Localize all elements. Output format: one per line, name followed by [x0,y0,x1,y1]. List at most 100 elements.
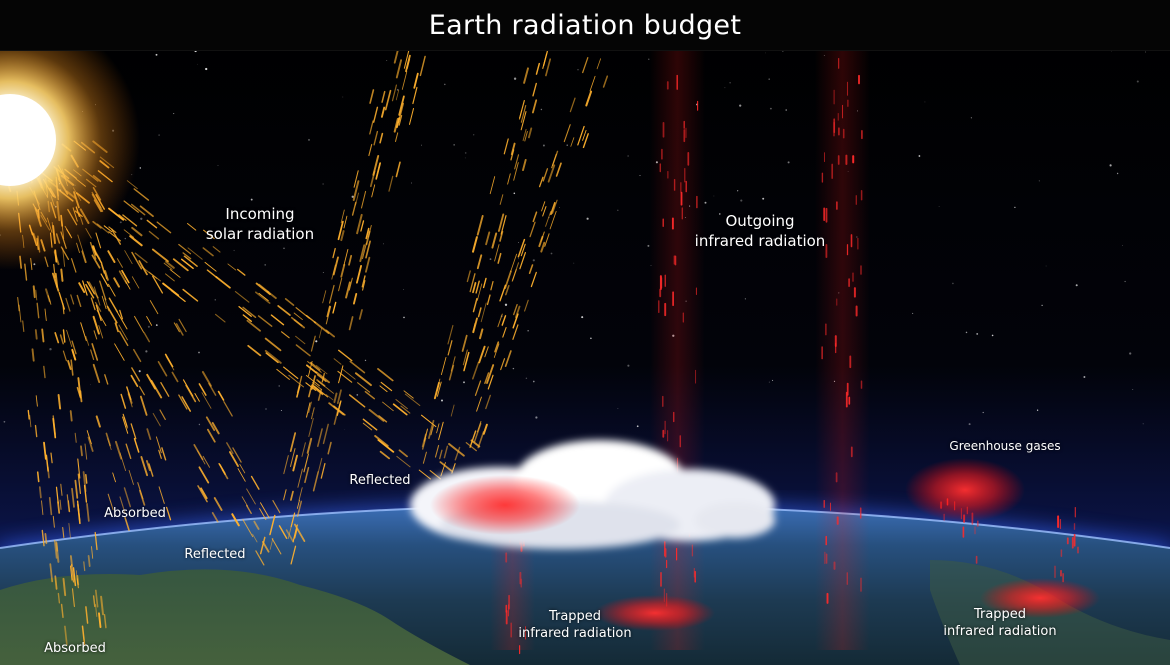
star [924,101,926,103]
star [558,207,560,208]
star [768,78,770,80]
trapped-heat-ground-1 [595,595,715,631]
star [198,423,201,426]
star [139,167,141,169]
star [89,384,91,386]
star [912,312,914,314]
star [636,425,639,428]
star [739,104,742,107]
star [453,144,455,146]
title-bar: Earth radiation budget [0,0,1170,51]
star [918,155,921,157]
star [1124,280,1126,283]
star [535,416,538,419]
star [532,259,535,262]
star [196,63,198,65]
star [617,408,619,409]
star [1109,164,1112,167]
star [540,108,543,111]
star [713,195,715,197]
star [383,243,384,245]
star [1145,51,1146,53]
star [627,364,630,367]
star [729,82,731,84]
star [724,87,726,89]
greenhouse-gas-cloud [905,458,1025,522]
label-reflected-cloud: Reflected [349,473,411,488]
star [205,67,208,71]
star [785,109,787,111]
star [773,238,776,241]
star [342,96,344,98]
star [513,192,516,195]
solar-beam-absorbed-lower [16,169,107,646]
star [617,209,619,211]
star [250,198,253,201]
star [289,233,291,234]
star [420,144,423,146]
star [769,107,772,110]
trapped-heat-cloud [430,475,580,535]
star [581,316,584,319]
star [542,144,545,147]
star [970,117,973,119]
star [525,377,528,379]
star [315,340,318,343]
star [590,337,592,340]
star [744,298,746,300]
star [464,157,466,159]
star [719,213,721,215]
star [1116,172,1119,175]
star [296,229,298,231]
star [489,258,492,260]
star [344,429,345,430]
star [991,334,994,337]
star [1014,206,1016,209]
label-absorbed-lower: Absorbed [44,641,106,656]
star [768,381,770,383]
sun-core [0,94,56,186]
star [140,217,143,220]
star [463,381,465,384]
star [1136,80,1139,83]
star [173,113,175,115]
label-absorbed-upper: Absorbed [104,506,166,521]
star [265,408,267,410]
star [283,247,285,250]
star [586,217,589,220]
star [473,134,475,136]
star [444,83,446,86]
star [308,138,310,141]
star [147,325,150,328]
star [938,206,940,207]
solar-beam-reflected-up-3 [440,57,609,477]
star [278,385,280,387]
star [513,77,517,80]
star [217,165,219,166]
star [577,69,579,71]
star [1083,376,1086,378]
label-incoming-solar: Incoming solar radiation [205,205,315,243]
star [647,244,650,247]
ir-column-2 [821,57,863,604]
star [264,264,267,266]
star [527,330,529,332]
solar-ray-beams [6,47,609,646]
star [356,394,359,396]
star [49,348,52,351]
star [124,237,126,240]
star [968,423,971,426]
star [1036,409,1039,411]
outgoing-infrared-columns [490,50,870,650]
star [952,282,954,285]
sun [0,10,140,270]
star [1038,180,1040,182]
diagram-title: Earth radiation budget [428,9,742,41]
solar-beam-reflected-up-1 [259,47,426,565]
solar-beam-reflected-up-2 [421,50,552,464]
star [364,359,367,362]
star [138,370,141,373]
star [765,52,767,54]
star [464,152,467,154]
